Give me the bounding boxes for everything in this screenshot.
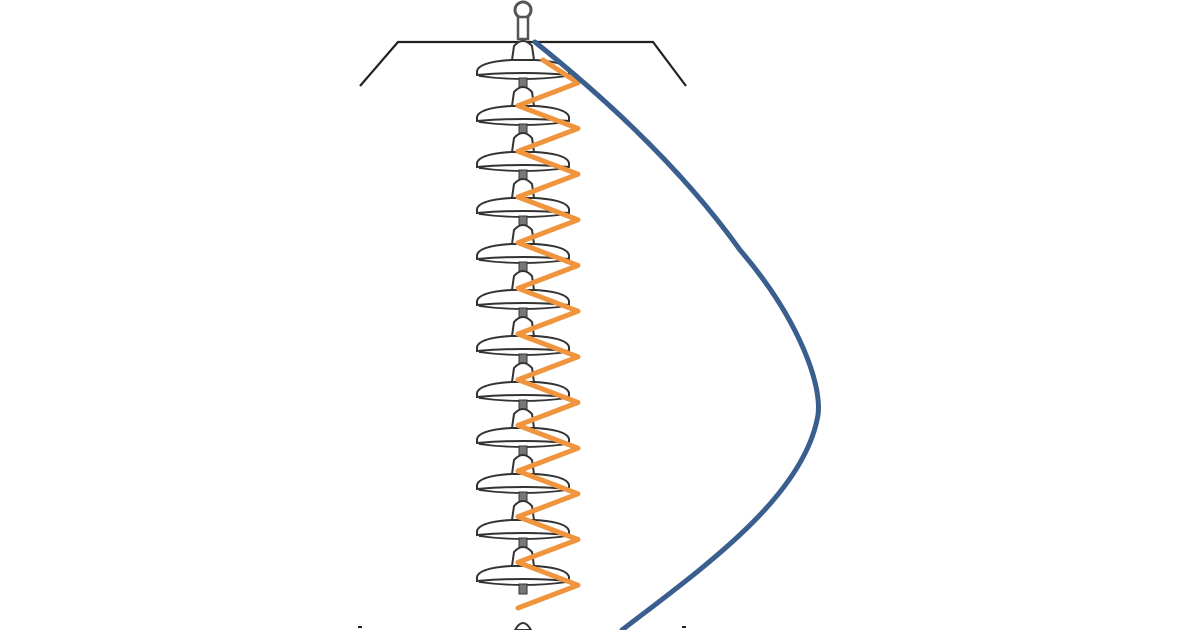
insulator-disc-icon [476, 408, 570, 457]
bottom-fitting-icon [513, 622, 533, 630]
disc-pin [518, 583, 528, 595]
leakage-current-path [515, 57, 581, 611]
disc-shed [476, 519, 570, 537]
insulator-disc-icon [476, 500, 570, 549]
insulator-disc-icon [476, 362, 570, 411]
disc-cap [510, 40, 536, 61]
disc-shed [476, 427, 570, 445]
insulator-disc-icon [476, 132, 570, 181]
voltage-distribution-curve [532, 39, 821, 630]
disc-shed [476, 473, 570, 491]
insulator-disc-icon [476, 546, 570, 595]
insulator-disc-icon [476, 40, 570, 89]
insulator-disc-icon [476, 224, 570, 273]
insulator-disc-icon [476, 270, 570, 319]
disc-shed [476, 381, 570, 399]
clamp-shank-icon [516, 15, 530, 41]
insulator-disc-icon [476, 316, 570, 365]
disc-shed [476, 565, 570, 583]
insulator-disc-icon [476, 178, 570, 227]
clamp-ring-icon [513, 0, 533, 20]
suspension-clamp-icon [513, 0, 533, 41]
insulator-disc-icon [476, 454, 570, 503]
